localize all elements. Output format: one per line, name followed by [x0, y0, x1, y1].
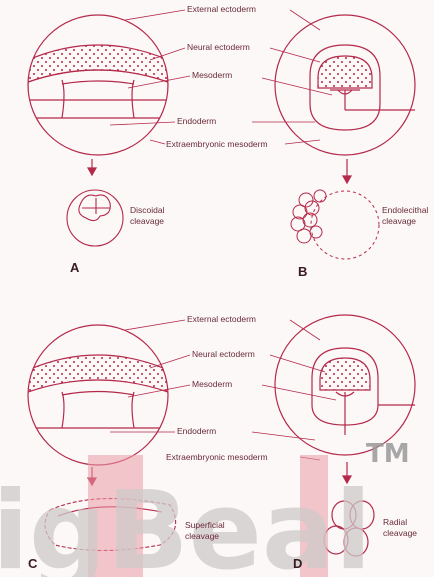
neural-ectoderm-disc-d: [320, 358, 370, 390]
cleavage-b-line1: Endolecithal: [382, 205, 428, 215]
label-neural-ectoderm: Neural ectoderm: [187, 42, 250, 52]
panel-label-a: A: [70, 260, 80, 275]
labels-top: External ectoderm Neural ectoderm Mesode…: [166, 4, 268, 149]
cleavage-b-sketch: [291, 190, 379, 259]
label-external-ectoderm-2: External ectoderm: [187, 314, 256, 324]
label-external-ectoderm: External ectoderm: [187, 4, 256, 14]
leader-lines-bottom: [110, 320, 336, 460]
neural-ectoderm-disc-b: [318, 56, 372, 88]
cleavage-c-line2: cleavage: [185, 531, 219, 541]
cleavage-b-line2: cleavage: [382, 216, 416, 226]
cleavage-a-sketch: [67, 190, 123, 246]
embryo-b: [275, 15, 415, 155]
embryo-d: [275, 315, 415, 455]
label-endoderm-2: Endoderm: [177, 426, 216, 436]
panel-label-c: C: [28, 556, 38, 571]
label-extraembryonic-mesoderm: Extraembryonic mesoderm: [166, 139, 268, 149]
label-mesoderm-2: Mesoderm: [192, 379, 232, 389]
cleavage-a-line2: cleavage: [130, 216, 164, 226]
cleavage-d-line2: cleavage: [383, 528, 417, 538]
embryo-c: [28, 325, 168, 465]
panel-label-d: D: [293, 556, 302, 571]
cleavage-d-line1: Radial: [383, 517, 407, 527]
labels-bottom: External ectoderm Neural ectoderm Mesode…: [166, 314, 268, 462]
label-endoderm: Endoderm: [177, 116, 216, 126]
watermark-tm: TM: [366, 439, 410, 469]
label-extraembryonic-mesoderm-2: Extraembryonic mesoderm: [166, 452, 268, 462]
cleavage-a-line1: Discoidal: [130, 205, 165, 215]
panel-label-b: B: [298, 264, 307, 279]
label-mesoderm: Mesoderm: [192, 70, 232, 80]
label-neural-ectoderm-2: Neural ectoderm: [192, 349, 255, 359]
embryo-a: [28, 15, 168, 155]
cleavage-c-line1: Superficial: [185, 520, 225, 530]
neural-ectoderm-band-c: [28, 355, 168, 392]
